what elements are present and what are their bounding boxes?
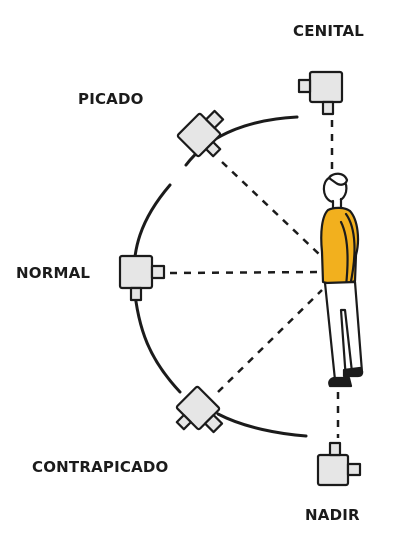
camera-picado-icon — [176, 109, 225, 158]
person-figure — [320, 172, 364, 388]
sight-line-picado — [221, 161, 321, 256]
person-hair — [327, 172, 349, 186]
camera-normal-icon — [118, 254, 166, 302]
camera-nadir-icon — [316, 441, 362, 487]
label-normal: NORMAL — [16, 264, 91, 282]
person-legs — [323, 280, 364, 382]
camera-cenital-icon — [297, 70, 344, 116]
label-nadir: NADIR — [305, 506, 360, 524]
label-cenital: CENITAL — [293, 22, 365, 40]
sight-lines — [169, 120, 340, 438]
sight-line-normal — [169, 270, 323, 275]
person-shoe-back — [342, 366, 364, 378]
sight-line-contrapicado — [217, 289, 323, 393]
person-shoe-front — [328, 376, 353, 388]
camera-contrapicado-icon — [175, 385, 224, 434]
label-picado: PICADO — [78, 90, 144, 108]
label-contrapicado: CONTRAPICADO — [32, 458, 169, 476]
